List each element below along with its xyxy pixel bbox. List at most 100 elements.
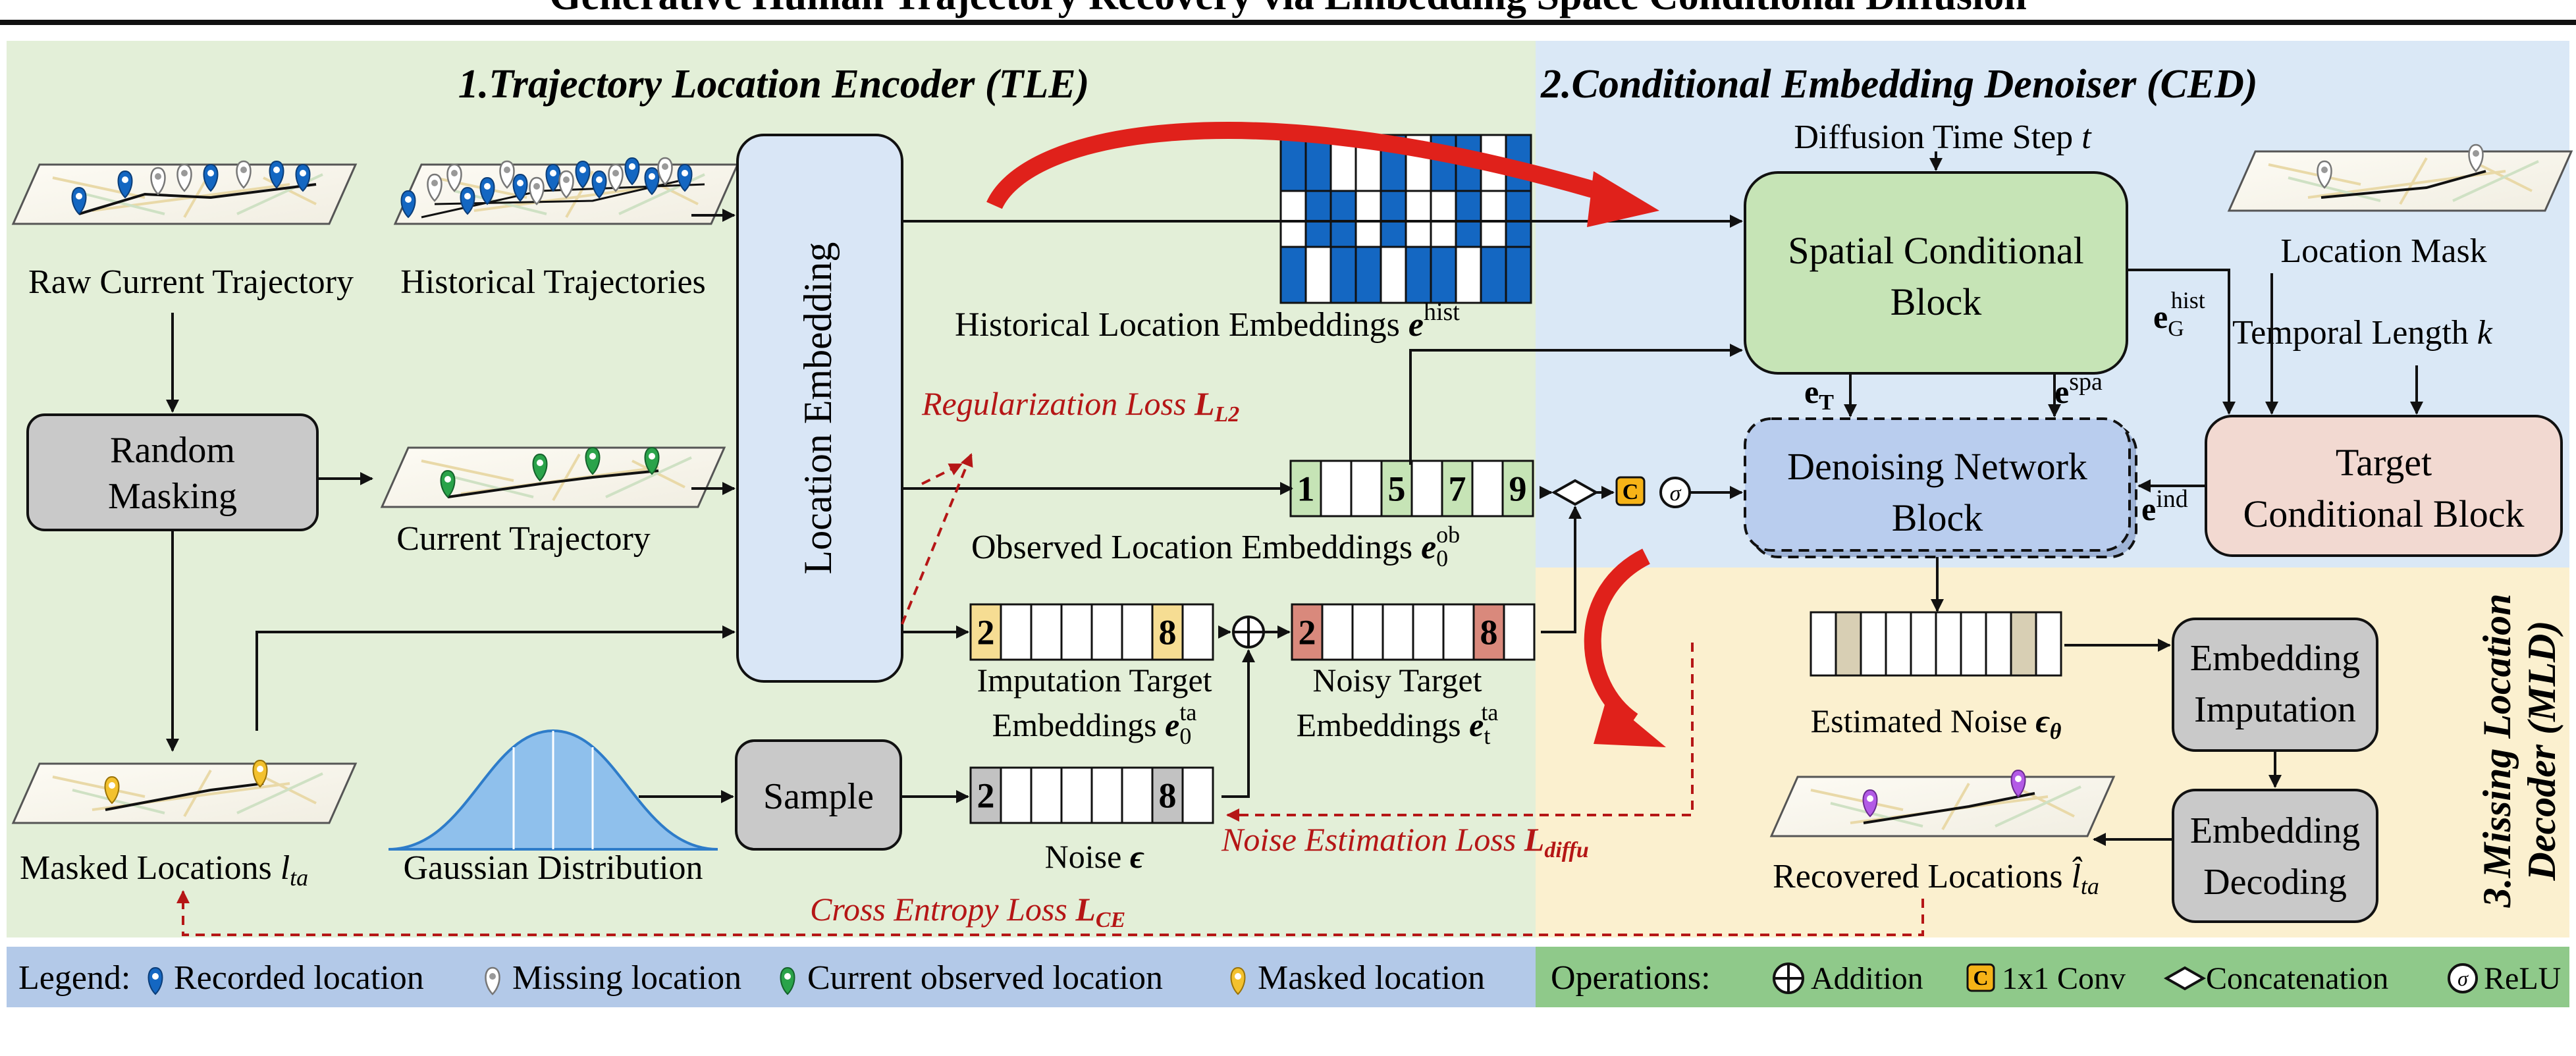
espa-label: espa (2054, 368, 2103, 410)
noisy-label-2: Embeddings etta (1297, 699, 1499, 749)
operations-concat: Concatenation (2206, 961, 2388, 996)
masked-locations-label: Masked Locations lta (20, 849, 308, 891)
reg-loss-label: Regularization Loss LL2 (921, 385, 1239, 427)
hist-cell (1329, 190, 1357, 248)
current-label: Current Trajectory (396, 520, 651, 558)
imp-cell (1030, 603, 1063, 661)
svg-text:σ: σ (1670, 481, 1682, 506)
hist-cell (1505, 246, 1532, 304)
noise-cell (1181, 766, 1214, 824)
legend-concat-icon (2163, 966, 2207, 991)
noisy-cell-value: 2 (1299, 612, 1316, 652)
diffu-loss-label: Noise Estimation Loss Ldiffu (1221, 821, 1589, 862)
legend-missing: Missing location (512, 959, 741, 997)
historical-label: Historical Trajectories (400, 263, 706, 301)
est-noise-cell (1860, 611, 1887, 677)
imp-cell (1181, 603, 1214, 661)
legend-observed: Current observed location (807, 959, 1163, 997)
noisy-cell-value: 8 (1480, 612, 1498, 652)
noisy-cell (1321, 603, 1354, 661)
reg-loss-arrow-1 (921, 463, 963, 485)
noise-cell (1060, 766, 1093, 824)
obs-cell (1380, 460, 1413, 517)
hist-cell (1430, 190, 1457, 248)
obs-cell (1501, 460, 1534, 517)
ce-loss-label: Cross Entropy Loss LCE (810, 891, 1125, 932)
addition-op-icon (1232, 616, 1265, 648)
est-noise-cell (1910, 611, 1937, 677)
obs-cell (1320, 460, 1353, 517)
est-noise-label: Estimated Noise ϵθ (1811, 702, 2062, 744)
flow-arrows (166, 151, 2423, 846)
ce-loss-arrow (176, 890, 1924, 936)
eG-label: eGhist (2153, 287, 2205, 341)
obs-cell-value: 7 (1449, 469, 1466, 508)
imp-cell (1090, 603, 1123, 661)
svg-text:Target: Target (2336, 441, 2432, 484)
diffusion-time-label: Diffusion Time Step t (1794, 119, 2092, 156)
obs-embeddings-label: Observed Location Embeddings e0ob (971, 521, 1460, 571)
legend-recorded: Recorded location (174, 959, 424, 997)
svg-text:Embedding: Embedding (2190, 638, 2360, 679)
svg-text:Denoising Network: Denoising Network (1787, 445, 2087, 488)
noise-cell-value: 2 (977, 776, 995, 815)
noise-cell (1000, 766, 1033, 824)
svg-text:σ: σ (2457, 966, 2469, 990)
hist-cell (1430, 246, 1457, 304)
estimated-noise-row (1810, 611, 2062, 677)
location-mask-map-icon (2228, 144, 2573, 212)
svg-text:Masking: Masking (108, 476, 237, 517)
noise-label: Noise ϵ (1045, 838, 1144, 875)
obs-cell (1289, 460, 1322, 517)
est-noise-cell (1885, 611, 1912, 677)
imp-cell (1000, 603, 1033, 661)
conv-op-icon (1615, 476, 1646, 506)
svg-text:Decoder (MLD): Decoder (MLD) (2520, 621, 2563, 882)
operations-conv: 1x1 Conv (2002, 961, 2126, 996)
big-red-arrow-top (986, 122, 1623, 209)
imp-cell (1121, 603, 1154, 661)
current-map-icon (381, 446, 726, 508)
svg-text:3.Missing Location: 3.Missing Location (2475, 594, 2519, 909)
noisy-cell (1442, 603, 1475, 661)
title-rule (0, 20, 2576, 25)
est-noise-cell (1810, 611, 1837, 677)
operations-addition: Addition (1811, 961, 1923, 996)
historical-map-icon (394, 157, 739, 225)
imputation-label-1: Imputation Target (977, 662, 1212, 699)
noise-cell (1090, 766, 1123, 824)
hist-cell (1380, 190, 1407, 248)
est-noise-cell (1985, 611, 2012, 677)
hist-cell (1355, 190, 1382, 248)
imp-cell (1151, 603, 1184, 661)
eind-label: eind (2141, 485, 2188, 527)
obs-cell (1350, 460, 1383, 517)
svg-text:Block: Block (1892, 496, 1983, 539)
eT-label: eT (1804, 373, 1834, 415)
imp-cell-value: 8 (1159, 612, 1177, 652)
est-noise-cell (1960, 611, 1987, 677)
noisy-cell (1472, 603, 1505, 661)
hist-cell (1380, 246, 1407, 304)
svg-text:C: C (1973, 966, 1988, 990)
hist-cell (1279, 134, 1307, 192)
est-noise-cell (1935, 611, 1962, 677)
ced-title: 2.Conditional Embedding Denoiser (CED) (1540, 62, 2258, 107)
noisy-label-1: Noisy Target (1312, 662, 1482, 699)
noise-cell (1121, 766, 1154, 824)
diffu-loss-arrow (1226, 643, 1694, 822)
svg-text:Block: Block (1891, 280, 1982, 323)
hist-cell (1355, 246, 1382, 304)
obs-cell (1471, 460, 1504, 517)
noise-cell-value: 8 (1159, 776, 1177, 815)
tle-title: 1.Trajectory Location Encoder (TLE) (458, 62, 1090, 107)
recovered-map-icon (1770, 770, 2115, 837)
svg-text:Sample: Sample (763, 776, 874, 817)
obs-cell (1410, 460, 1443, 517)
hist-cell (1405, 190, 1432, 248)
legend-relu-icon (2448, 963, 2478, 993)
obs-cell-value: 9 (1509, 469, 1527, 508)
